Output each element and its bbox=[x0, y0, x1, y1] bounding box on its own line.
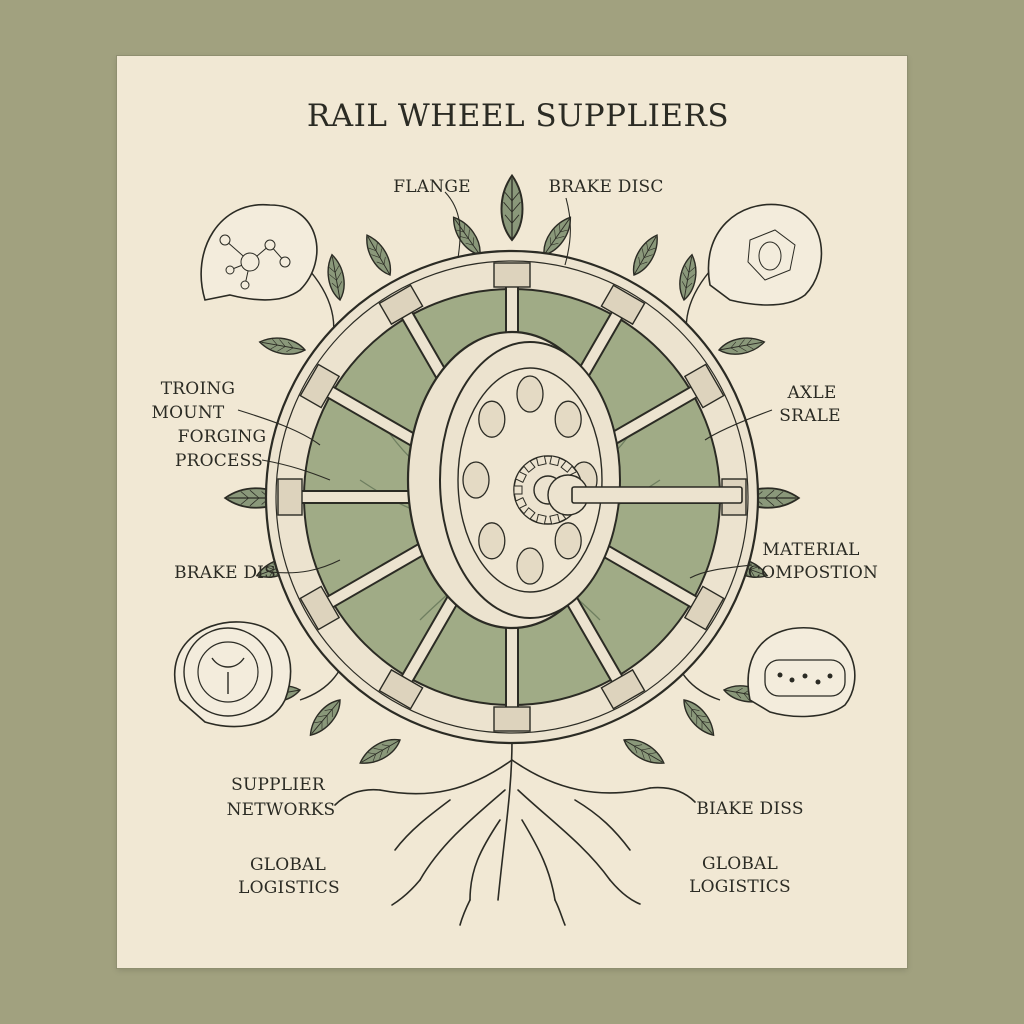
central-wheel bbox=[406, 330, 743, 630]
label-forging: FORGING bbox=[178, 427, 267, 447]
roots bbox=[334, 739, 696, 926]
label-networks: NETWORKS bbox=[227, 800, 336, 820]
callout-labels: FLANGE BRAKE DISC TROING MOUNT FORGING P… bbox=[152, 177, 878, 898]
network-bubble-icon bbox=[200, 203, 318, 301]
label-brake-dis: BRAKE DIS bbox=[174, 563, 276, 583]
spoke bbox=[299, 537, 437, 631]
label-blake-diss: BIAKE DISS bbox=[696, 799, 803, 819]
wheel-hole bbox=[554, 522, 582, 560]
label-global-left: GLOBAL bbox=[250, 855, 326, 875]
wheel-hole bbox=[516, 375, 544, 413]
label-brake-disc-top: BRAKE DISC bbox=[548, 177, 663, 197]
page-title: RAIL WHEEL SUPPLIERS bbox=[307, 98, 729, 134]
label-composition: COMPOSTION bbox=[748, 563, 878, 583]
label-logistics-left: LOGISTICS bbox=[238, 878, 340, 898]
label-flange: FLANGE bbox=[393, 177, 470, 197]
gear-ring-bubble-icon bbox=[173, 621, 292, 728]
spoke bbox=[587, 537, 725, 631]
gear-tooth bbox=[514, 470, 527, 483]
gear-tooth bbox=[522, 507, 536, 520]
label-axle: AXLE bbox=[787, 383, 837, 403]
wheel-hole bbox=[462, 461, 490, 499]
label-supplier: SUPPLIER bbox=[231, 775, 326, 795]
gear-tooth bbox=[549, 513, 561, 525]
label-material: MATERIAL bbox=[762, 540, 859, 560]
wheel-hole bbox=[478, 522, 506, 560]
gear-tooth bbox=[549, 455, 561, 467]
gear-tooth bbox=[535, 513, 547, 525]
label-logistics-right: LOGISTICS bbox=[689, 877, 791, 897]
gear-tooth bbox=[514, 497, 527, 510]
leader-lines bbox=[237, 191, 773, 579]
label-global-right: GLOBAL bbox=[702, 854, 778, 874]
gear-tooth bbox=[513, 485, 523, 495]
wheel-hole bbox=[478, 400, 506, 438]
gear-tooth bbox=[560, 460, 574, 473]
gear-tooth bbox=[522, 460, 536, 473]
gear-tooth bbox=[535, 455, 547, 467]
label-srale: SRALE bbox=[779, 406, 840, 426]
label-troing: TROING bbox=[161, 379, 235, 399]
label-mount: MOUNT bbox=[152, 403, 225, 423]
label-process: PROCESS bbox=[175, 451, 263, 471]
circuit-bubble-icon bbox=[747, 627, 856, 718]
molecule-bubble-icon bbox=[707, 203, 823, 306]
spoke bbox=[277, 478, 424, 516]
wheel-hole bbox=[554, 400, 582, 438]
wheel-hole bbox=[516, 547, 544, 585]
